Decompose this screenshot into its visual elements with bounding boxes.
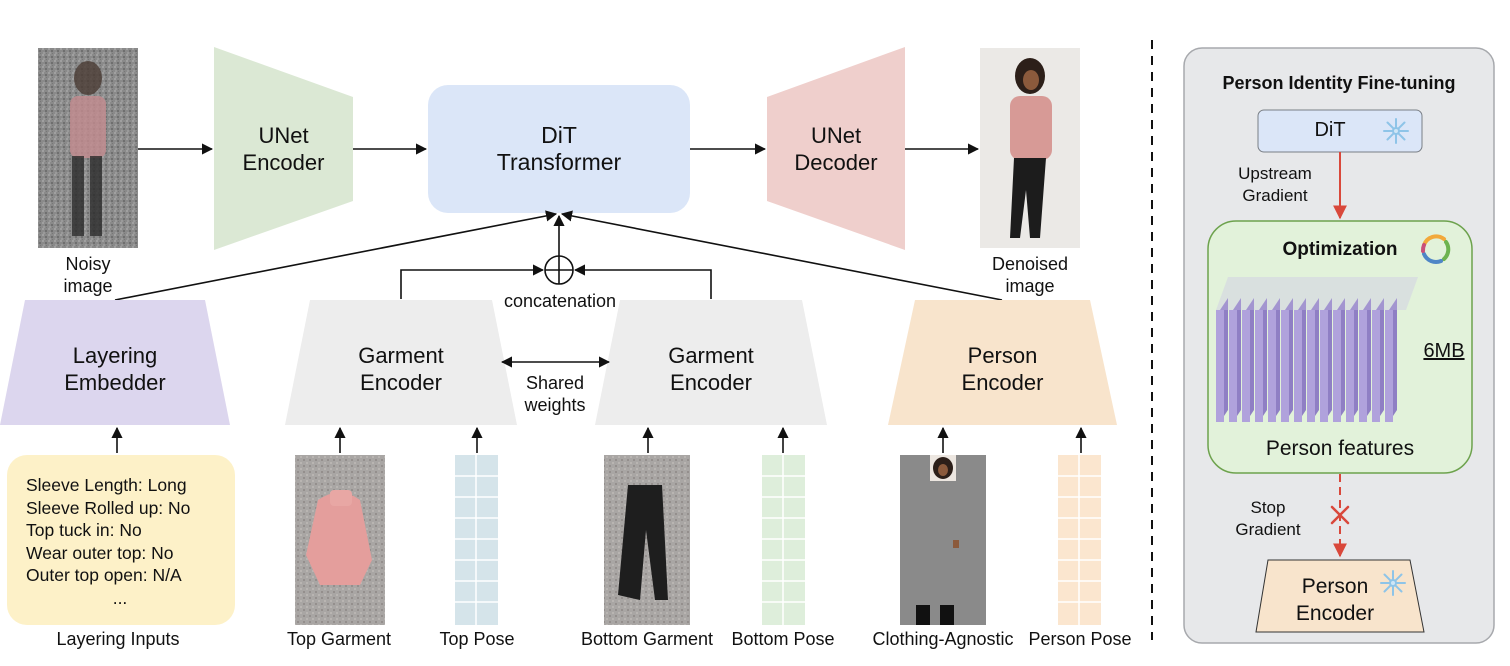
stop-gradient-cross-icon [1330, 505, 1350, 525]
layering-input-line: ... [112, 587, 128, 608]
layering-embedder-line1: Layering [72, 343, 158, 368]
side-panel-title: Person Identity Fine-tuning [1222, 73, 1456, 93]
garment-encoder-top-shape [285, 300, 517, 425]
garment-encoder-top-line2: Encoder [360, 370, 442, 395]
dit-line2: Transformer [496, 149, 622, 175]
person-encoder-label: Person Encoder [888, 342, 1117, 396]
stop-line2: Gradient [1235, 520, 1301, 539]
garment-encoder-top-label: Garment Encoder [285, 342, 517, 396]
dit-line1: DiT [541, 122, 577, 148]
garment-encoder-bottom-label: Garment Encoder [595, 342, 827, 396]
side-person-encoder-label: Person Encoder [1270, 573, 1400, 627]
layering-embedder-line2: Embedder [64, 370, 166, 395]
unet-decoder-label: UNet Decoder [767, 122, 905, 176]
denoised-image [980, 48, 1080, 248]
layering-inputs-caption: Layering Inputs [56, 629, 180, 649]
denoised-image-line2: image [1005, 276, 1055, 296]
noisy-image [38, 48, 138, 248]
clothing-agnostic-caption: Clothing-Agnostic [872, 629, 1014, 649]
snowflake-icon [1383, 118, 1409, 144]
noisy-image-line1: Noisy [65, 254, 111, 274]
garment-encoder-bottom-shape [595, 300, 827, 425]
concatenation-node [544, 255, 574, 285]
clothing-agnostic-image [900, 455, 986, 625]
feature-slab-face [1281, 310, 1289, 422]
dit-transformer-shape [428, 85, 690, 213]
unet-encoder-label: UNet Encoder [214, 122, 353, 176]
garment-encoder-bottom-line2: Encoder [670, 370, 752, 395]
feature-slab-face [1359, 310, 1367, 422]
layering-inputs-box [7, 455, 235, 625]
unet-decoder-shape [767, 47, 905, 250]
stop-gradient-label: Stop Gradient [1218, 497, 1318, 541]
feature-slab-face [1294, 310, 1302, 422]
side-person-encoder-shape [1255, 559, 1425, 633]
person-encoder-shape [888, 300, 1117, 425]
feature-slab-face [1320, 310, 1328, 422]
layering-input-line: Wear outer top: No [26, 542, 174, 563]
side-person-encoder-line1: Person [1301, 575, 1369, 598]
unet-encoder-line1: UNet [258, 123, 309, 148]
refresh-icon [1420, 234, 1451, 264]
layering-input-line: Outer top open: N/A [26, 565, 182, 585]
top-garment-caption: Top Garment [286, 629, 392, 649]
unet-decoder-line1: UNet [810, 123, 862, 148]
feature-slab-face [1372, 310, 1380, 422]
layering-input-line: Sleeve Length: Long [26, 475, 187, 495]
denoised-image-caption: Denoised image [970, 253, 1090, 297]
top-pose-caption: Top Pose [439, 629, 515, 649]
unet-encoder-shape [214, 47, 353, 250]
bottom-garment-image [604, 455, 690, 625]
feature-slab-face [1333, 310, 1341, 422]
noisy-image-caption: Noisy image [38, 253, 138, 297]
shared-weights-label: Shared weights [505, 372, 605, 416]
feature-slab-face [1229, 310, 1237, 422]
garment-encoder-top-line1: Garment [358, 343, 444, 368]
layering-embedder-label: Layering Embedder [0, 342, 230, 396]
layering-inputs-list: Sleeve Length: Long Sleeve Rolled up: No… [26, 474, 231, 609]
upstream-line1: Upstream [1238, 164, 1312, 183]
layering-embedder-shape [0, 300, 230, 425]
side-person-encoder-line2: Encoder [1295, 602, 1375, 625]
shared-weights-line1: Shared [525, 373, 585, 393]
optimization-label: Optimization [1282, 239, 1398, 260]
layering-input-line: Top tuck in: No [26, 520, 142, 540]
person-features-stack [1216, 277, 1418, 422]
snowflake-icon [1380, 570, 1406, 596]
denoised-image-line1: Denoised [991, 254, 1069, 274]
layering-input-line: Sleeve Rolled up: No [26, 497, 191, 518]
feature-slab-face [1307, 310, 1315, 422]
feature-slab-face [1346, 310, 1354, 422]
feature-slab-face [1268, 310, 1276, 422]
unet-decoder-line2: Decoder [794, 150, 878, 175]
garment-encoder-bottom-line1: Garment [668, 343, 754, 368]
person-features-label: Person features [1265, 437, 1415, 460]
concatenation-label: concatenation [503, 291, 617, 311]
feature-slab-face [1255, 310, 1263, 422]
upstream-line2: Gradient [1242, 186, 1308, 205]
feature-slab-face [1242, 310, 1250, 422]
bottom-pose-caption: Bottom Pose [731, 629, 835, 649]
feature-slab-face [1216, 310, 1224, 422]
top-pose-image [455, 455, 498, 625]
person-encoder-line2: Encoder [961, 370, 1044, 395]
person-encoder-line1: Person [967, 343, 1038, 368]
feature-slab-face [1385, 310, 1393, 422]
feature-size-label: 6MB [1423, 340, 1465, 362]
unet-encoder-line2: Encoder [242, 150, 325, 175]
top-garment-image [295, 455, 385, 625]
noisy-image-line2: image [63, 276, 113, 296]
feature-stack-top [1216, 277, 1418, 310]
bottom-pose-image [762, 455, 805, 625]
side-dit-label: DiT [1314, 119, 1346, 141]
bottom-garment-caption: Bottom Garment [580, 629, 714, 649]
upstream-gradient-label: Upstream Gradient [1210, 163, 1340, 207]
person-pose-caption: Person Pose [1028, 629, 1132, 649]
stop-line1: Stop [1250, 498, 1286, 517]
dit-transformer-label: DiT Transformer [428, 122, 690, 176]
shared-weights-line2: weights [524, 395, 586, 415]
person-pose-image [1058, 455, 1101, 625]
